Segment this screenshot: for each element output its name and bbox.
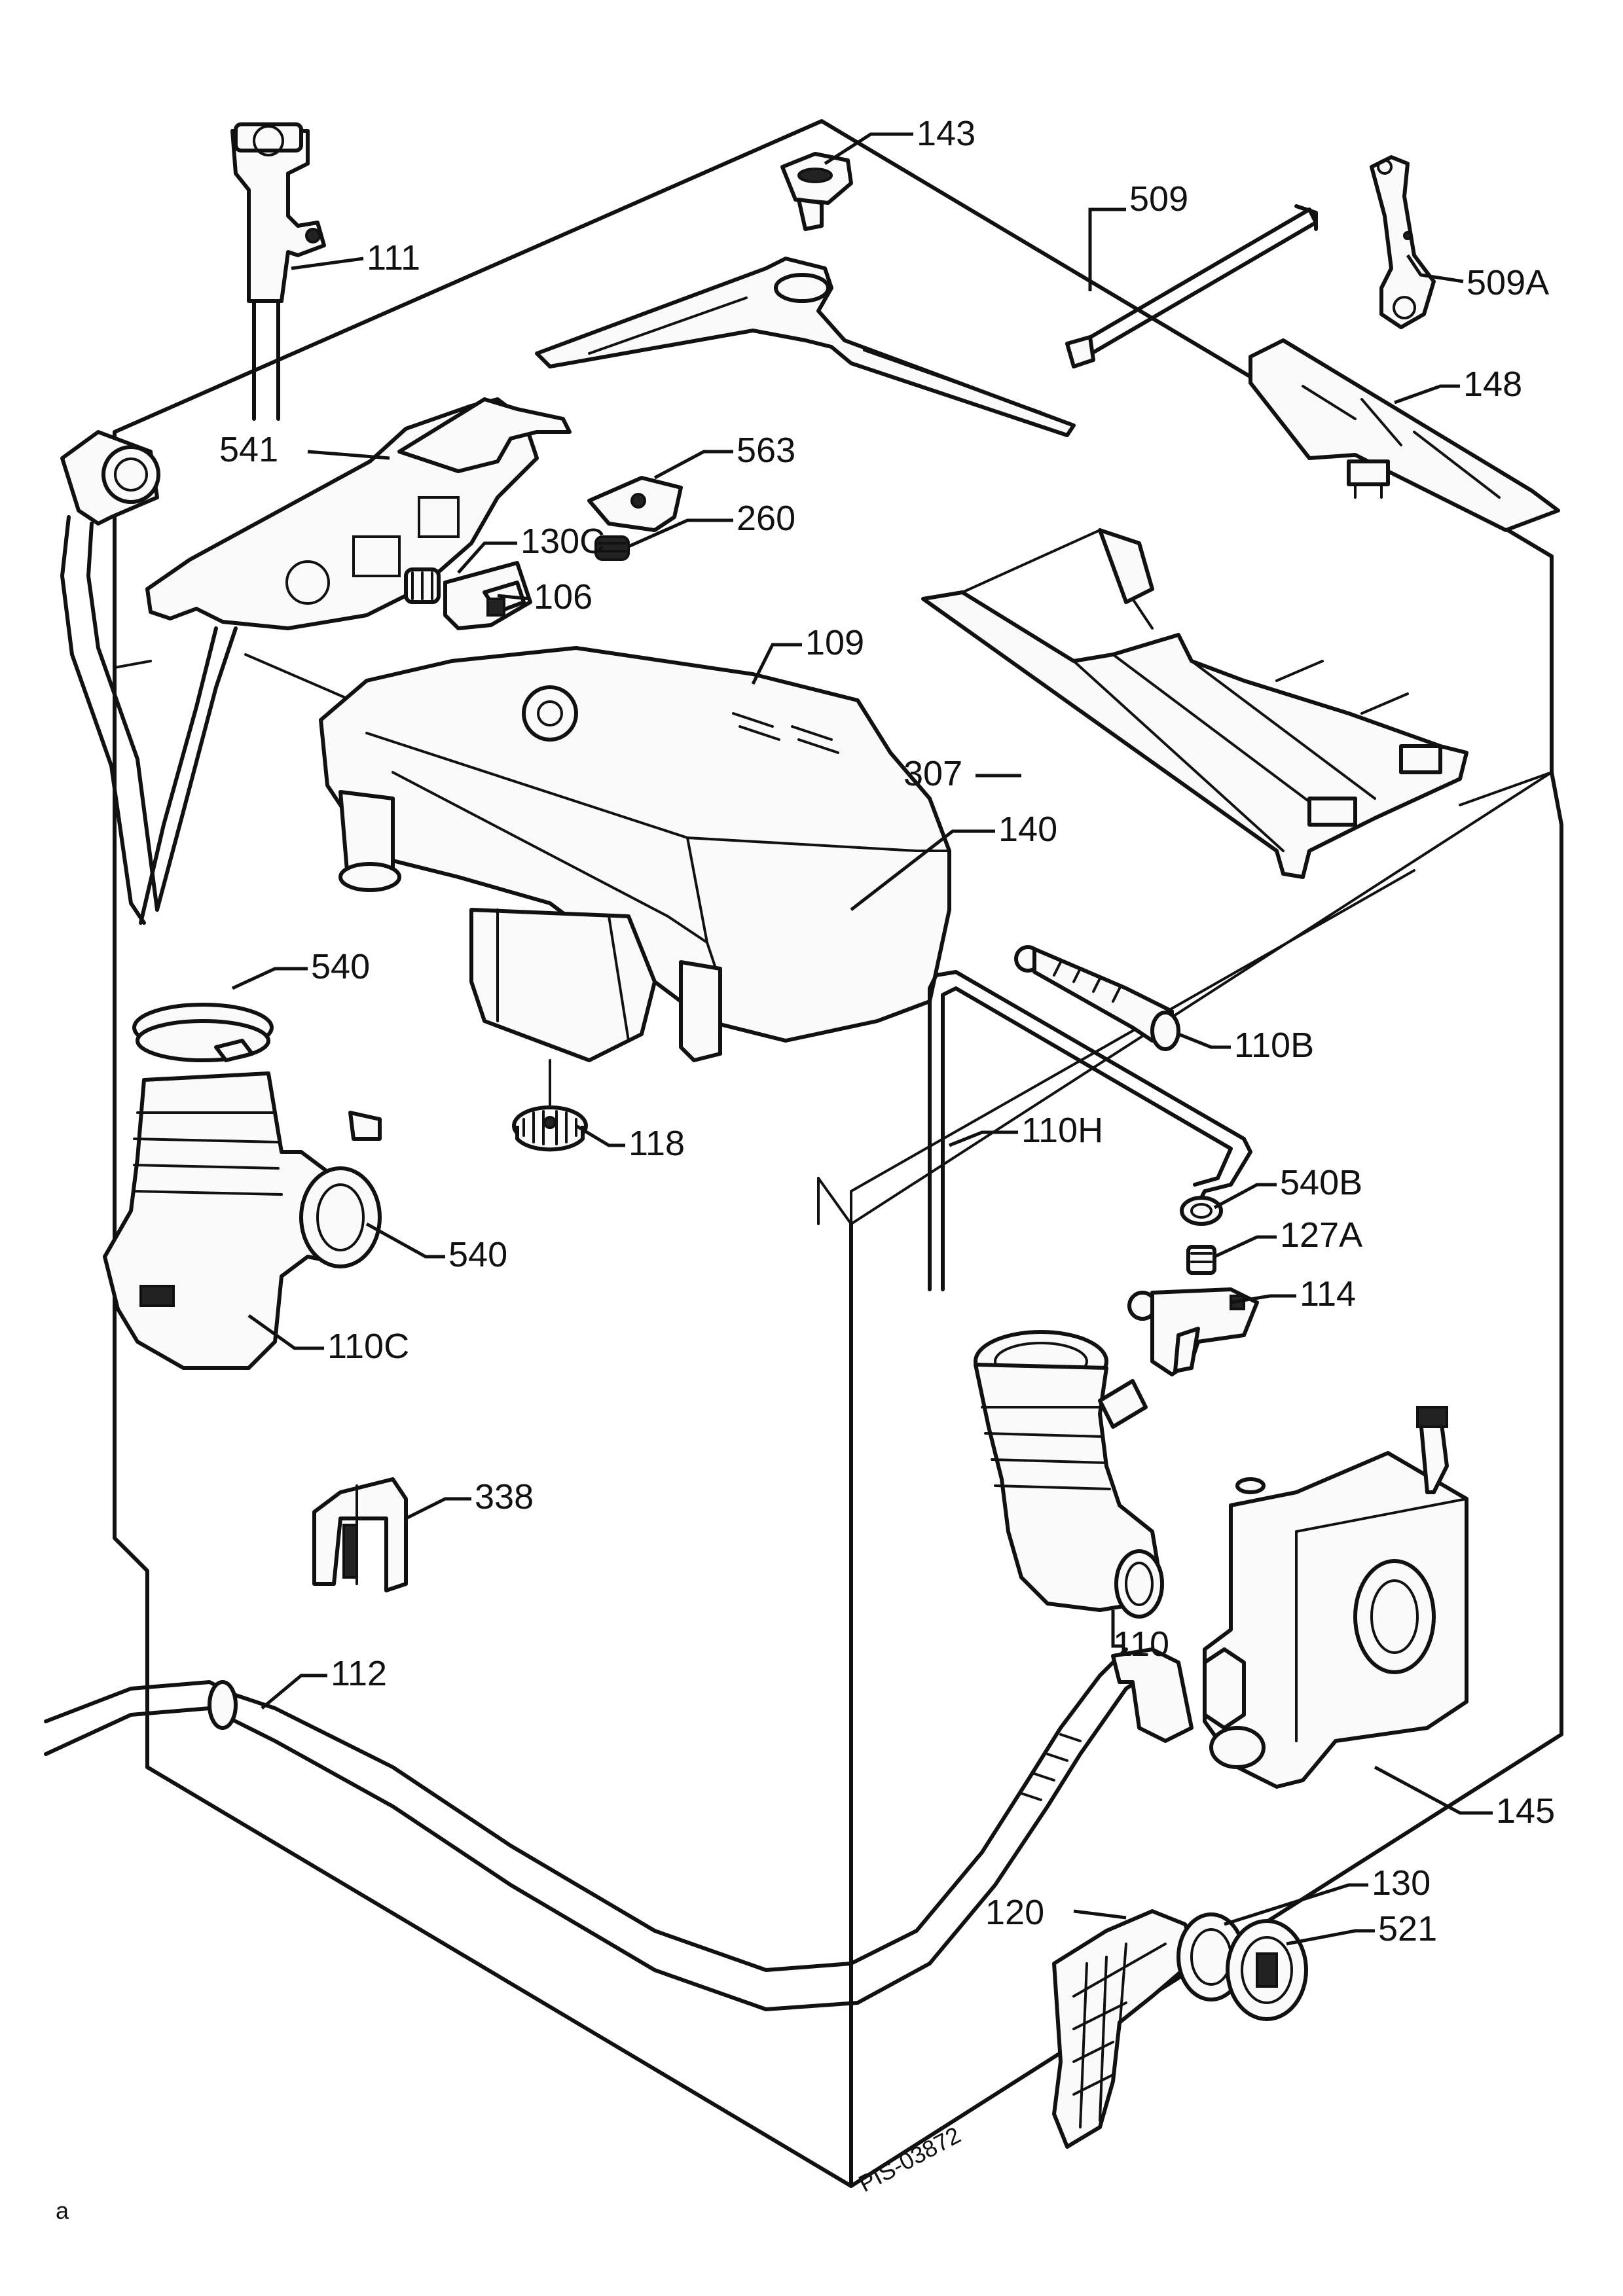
- label-130: 130: [1372, 1863, 1431, 1903]
- drain-hose-112: [44, 1647, 1194, 2011]
- label-140: 140: [998, 810, 1057, 849]
- label-118: 118: [629, 1124, 685, 1163]
- label-112: 112: [331, 1654, 387, 1693]
- label-114: 114: [1300, 1274, 1356, 1314]
- sump-hose-110c: [103, 1071, 382, 1370]
- cap-563: [587, 476, 683, 532]
- clamp-540-top: [132, 1003, 274, 1062]
- part-labels: 143 509 111 509A 148 541 563 260 130C 10…: [56, 114, 1555, 2224]
- elbow-hose-110: [974, 1330, 1164, 1619]
- label-541: 541: [219, 430, 278, 469]
- bracket-338: [312, 1477, 408, 1592]
- fitting-130c: [404, 567, 441, 604]
- label-110c: 110C: [327, 1327, 409, 1366]
- label-509: 509: [1129, 179, 1188, 219]
- detergent-drawer-307: [921, 528, 1468, 879]
- label-109: 109: [805, 623, 864, 662]
- pressure-switch-114: [1127, 1287, 1259, 1376]
- label-148: 148: [1463, 365, 1522, 404]
- clamp-540b: [1180, 1196, 1223, 1226]
- label-145: 145: [1496, 1791, 1555, 1831]
- lever-509: [535, 204, 1318, 437]
- label-106: 106: [534, 577, 593, 617]
- hose-110b: [1014, 945, 1180, 1051]
- wheel-118: [512, 1059, 588, 1152]
- knob-143: [780, 152, 853, 231]
- corner-mark: a: [56, 2197, 69, 2224]
- label-521: 521: [1378, 1909, 1437, 1948]
- cap-521: [1226, 1919, 1308, 2021]
- drain-pump-145: [1203, 1406, 1468, 1789]
- pipe-110h: [928, 970, 1252, 1291]
- label-120: 120: [985, 1893, 1044, 1932]
- dispenser-tray-109: [319, 646, 951, 1062]
- filter-120: [1052, 1909, 1200, 2149]
- label-540-top: 540: [311, 947, 370, 986]
- inlet-hose-541: [60, 397, 572, 925]
- label-563: 563: [737, 431, 795, 470]
- label-540b: 540B: [1280, 1163, 1362, 1202]
- label-130c: 130C: [520, 522, 605, 561]
- label-110: 110: [1113, 1624, 1169, 1664]
- label-127a: 127A: [1280, 1215, 1362, 1255]
- label-110h: 110H: [1021, 1111, 1103, 1150]
- label-338: 338: [475, 1477, 534, 1516]
- lever-509a: [1370, 155, 1436, 329]
- nipple-127a: [1186, 1245, 1216, 1275]
- clip-106: [443, 561, 532, 630]
- label-110b: 110B: [1234, 1026, 1314, 1065]
- inlet-valve-111: [230, 122, 326, 421]
- label-143: 143: [917, 114, 976, 153]
- label-509a: 509A: [1467, 263, 1549, 302]
- label-307: 307: [903, 754, 962, 793]
- label-111: 111: [367, 238, 420, 278]
- label-540-mid: 540: [448, 1235, 507, 1274]
- label-260: 260: [737, 499, 795, 538]
- drawer-lid-148: [1249, 338, 1560, 532]
- spring-260: [594, 535, 630, 561]
- drawing-code: PIS-03872: [854, 2121, 965, 2197]
